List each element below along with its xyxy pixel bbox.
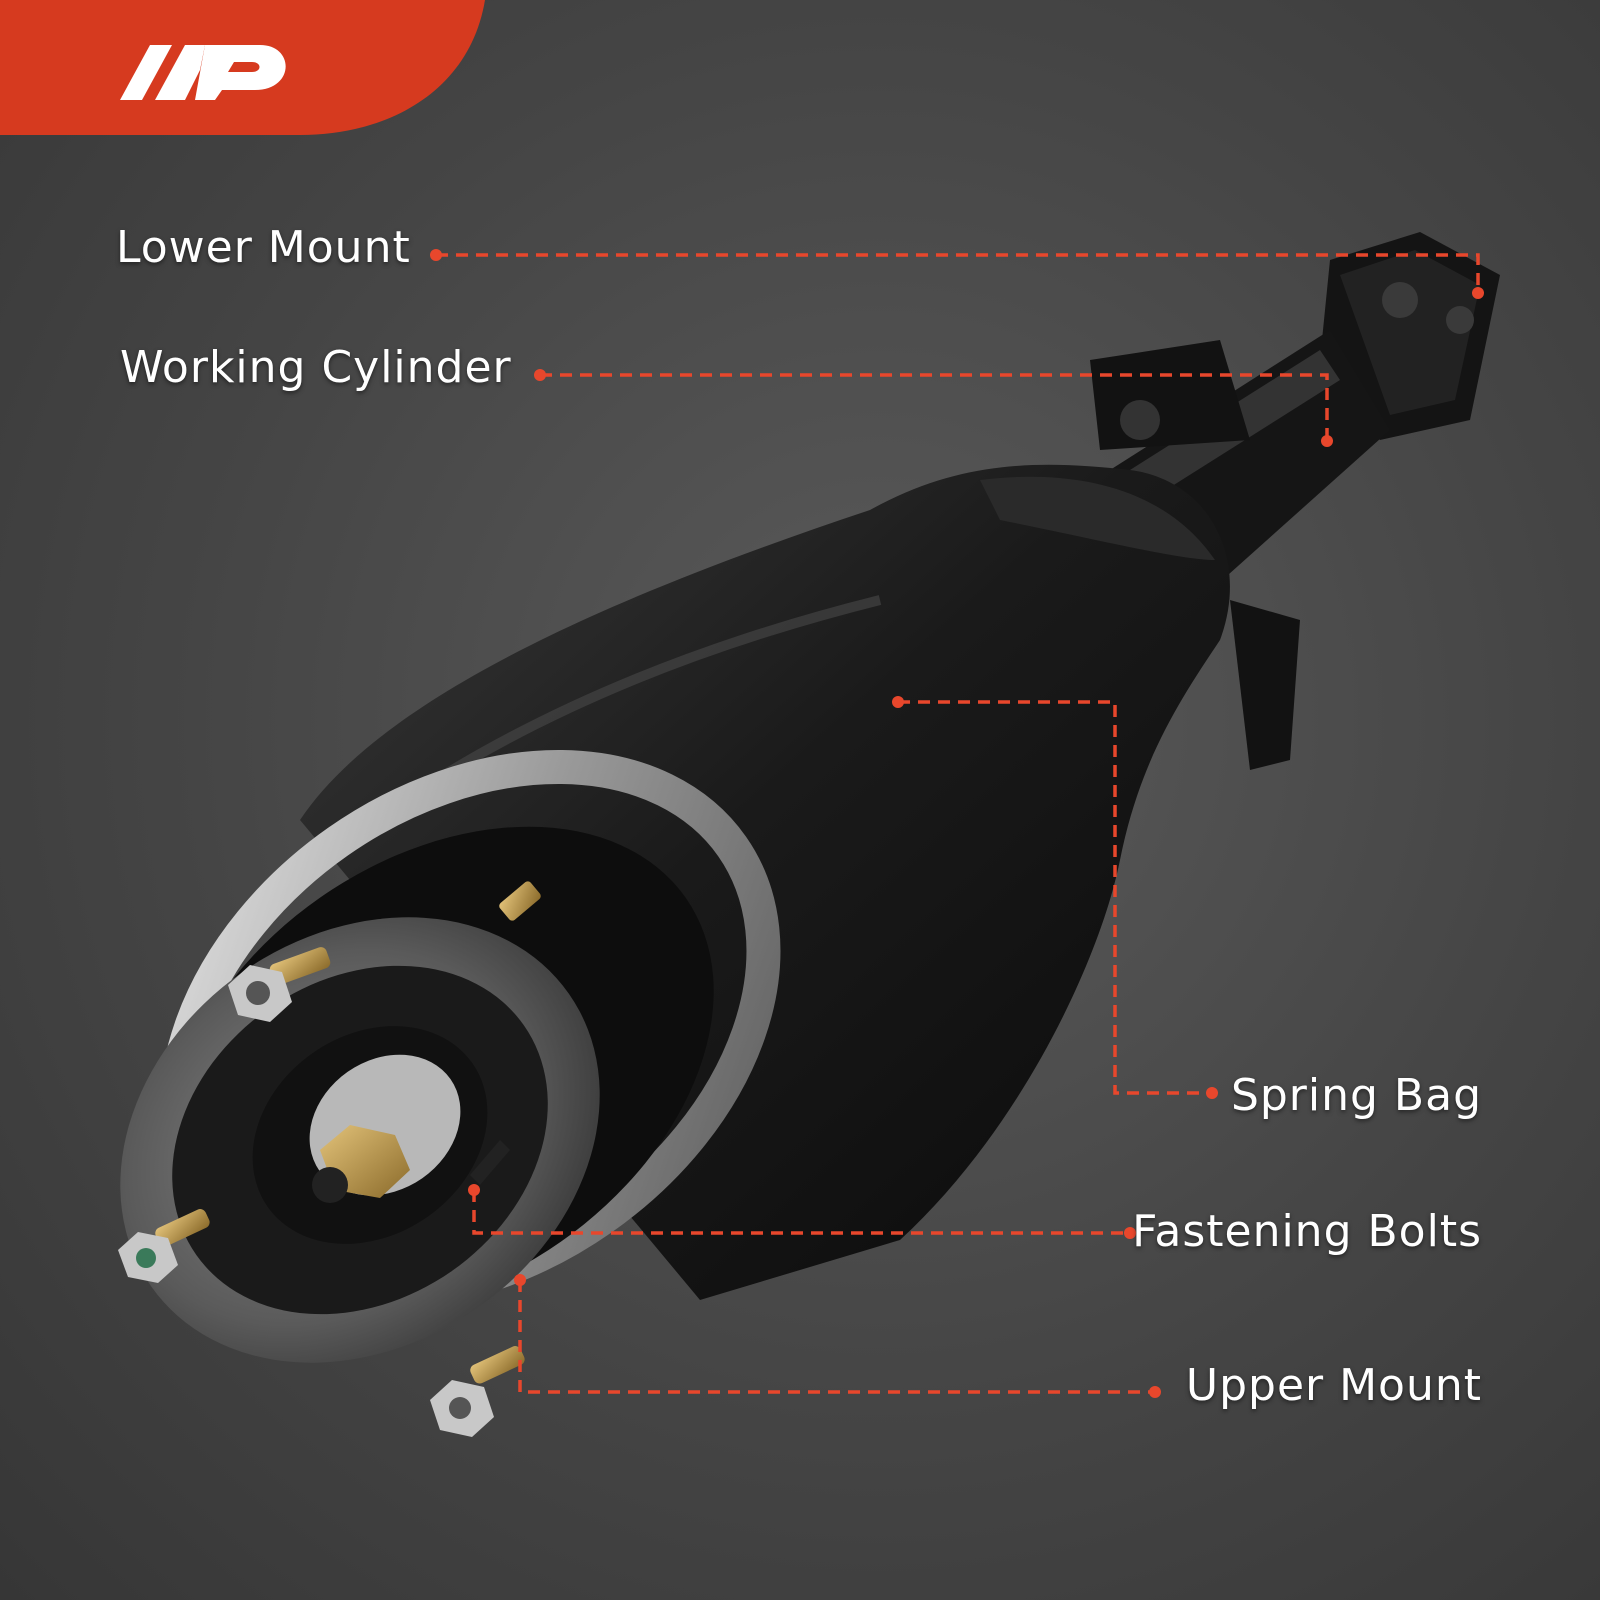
brand-logo-icon	[120, 45, 286, 100]
leader-lower-mount	[436, 253, 1480, 293]
leader-spring-bag	[898, 700, 1212, 1095]
label-fastening-bolts: Fastening Bolts	[1132, 1206, 1482, 1257]
label-working-cylinder: Working Cylinder	[120, 342, 512, 393]
lower-mount-bracket	[1320, 232, 1500, 440]
leader-working-cylinder	[540, 373, 1329, 441]
leader-upper-mount	[518, 1280, 1155, 1394]
label-upper-mount: Upper Mount	[1185, 1360, 1482, 1411]
air-fitting-icon	[470, 881, 541, 1185]
label-spring-bag: Spring Bag	[1230, 1070, 1482, 1121]
leader-fastening-bolts	[472, 1190, 1130, 1235]
fastening-bolt-icon	[118, 1209, 210, 1283]
brand-banner	[0, 0, 485, 135]
fastening-bolt-icon	[228, 947, 331, 1022]
label-lower-mount: Lower Mount	[116, 222, 411, 273]
fastening-bolt-icon	[430, 1346, 525, 1437]
